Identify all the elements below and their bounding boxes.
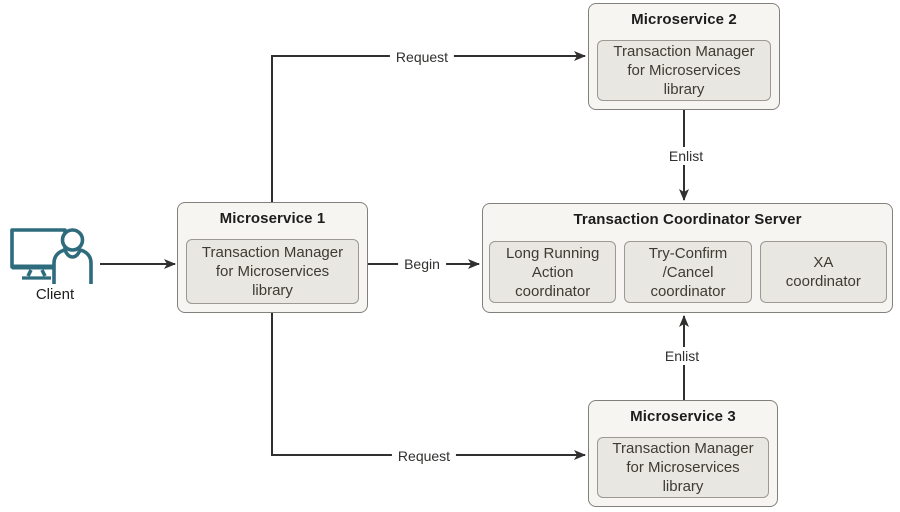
node-transaction-coordinator-server: Transaction Coordinator Server Long Runn… (482, 203, 893, 313)
inner-line: /Cancel (662, 263, 714, 281)
node-title: Microservice 3 (630, 408, 736, 425)
inner-line: library (252, 282, 293, 299)
inner-line: for Microservices (627, 62, 741, 79)
inner-line: Transaction Manager (613, 43, 755, 60)
inner-line: for Microservices (215, 263, 330, 280)
try-confirm-cancel-coordinator-box: Try-Confirm /Cancel coordinator (624, 241, 752, 303)
inner-line: Long Running (505, 244, 600, 262)
connector-ms1-to-ms2-request (271, 51, 586, 202)
transaction-manager-library-box: Transaction Manager for Microservices li… (597, 40, 771, 101)
inner-line: Transaction Manager (612, 440, 754, 457)
node-title: Transaction Coordinator Server (573, 211, 802, 228)
client-node: Client (2, 226, 108, 303)
node-microservice-2: Microservice 2 Transaction Manager for M… (588, 3, 780, 110)
node-microservice-1: Microservice 1 Transaction Manager for M… (177, 202, 368, 313)
transaction-manager-library-box: Transaction Manager for Microservices li… (597, 437, 769, 498)
inner-line: coordinator (785, 273, 861, 290)
edge-label-enlist-top: Enlist (662, 147, 710, 165)
node-title: Microservice 2 (631, 11, 737, 28)
inner-line: XA (813, 254, 834, 271)
inner-line: library (663, 81, 705, 98)
edge-label-enlist-bottom: Enlist (658, 347, 706, 365)
transaction-manager-library-box: Transaction Manager for Microservices li… (186, 239, 359, 304)
inner-line: for Microservices (626, 459, 740, 476)
xa-coordinator-box: XA coordinator (759, 241, 887, 303)
long-running-action-coordinator-box: Long Running Action coordinator (489, 241, 617, 303)
edge-label-begin: Begin (398, 255, 446, 273)
node-title: Microservice 1 (219, 210, 326, 227)
edge-label-request-top: Request (389, 48, 455, 66)
inner-line: coordinator (650, 282, 726, 300)
inner-line: Action (531, 263, 574, 281)
client-icon (2, 226, 108, 284)
coordinator-row: Long Running Action coordinator Try-Conf… (489, 241, 887, 303)
edge-label-request-bottom: Request (391, 447, 457, 465)
connector-ms1-to-ms3-request (271, 313, 586, 460)
inner-line: Try-Confirm (648, 244, 728, 262)
inner-line: coordinator (515, 282, 591, 300)
node-microservice-3: Microservice 3 Transaction Manager for M… (588, 400, 778, 507)
inner-line: Transaction Manager (201, 244, 344, 261)
client-label: Client (35, 286, 75, 303)
inner-line: library (662, 478, 704, 495)
